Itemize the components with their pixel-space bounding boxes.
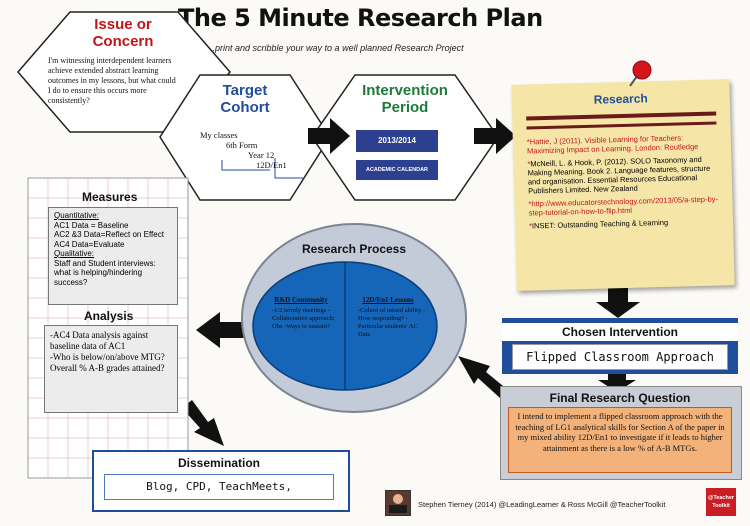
- process-right-text: -Cohort of mixed ability -How responding…: [358, 307, 426, 338]
- academic-calendar: ACADEMIC CALENDAR: [356, 160, 438, 180]
- process-left-text: -1/2 termly meetings -Collaborative appr…: [272, 307, 335, 330]
- measures-qual-text: Staff and Student interviews: what is he…: [54, 258, 156, 287]
- pushpin-icon: [629, 60, 652, 87]
- cohort-title-line2: Cohort: [220, 99, 270, 116]
- process-right-title: 12D/En1 Lessons: [362, 296, 414, 304]
- cohort-bracket-2: [274, 158, 305, 179]
- process-title: Research Process: [301, 242, 407, 256]
- research-ref-3: *http://www.educatorstechnology.com/2013…: [528, 194, 719, 218]
- issue-title-line2: Concern: [92, 33, 154, 50]
- process-left-title: R&D Community: [274, 296, 328, 304]
- arrow-final-to-process: [458, 356, 508, 398]
- research-rule-1: [526, 111, 717, 121]
- final-title: Final Research Question: [549, 391, 691, 405]
- final-text: I intend to implement a flipped classroo…: [508, 407, 732, 473]
- measures-quant-2: AC2 &3 Data=Reflect on Effect: [54, 230, 164, 239]
- teachertoolkit-logo: @Teacher Toolkit: [706, 488, 736, 516]
- measures-quant-label: Quantitative:: [54, 211, 99, 220]
- intervention-title-line2: Period: [381, 99, 429, 116]
- issue-title-line1: Issue or: [94, 16, 152, 33]
- cohort-title: Target Cohort: [200, 82, 290, 116]
- arrow-period-to-research: [474, 118, 516, 154]
- process-right: 12D/En1 Lessons -Cohort of mixed ability…: [350, 296, 426, 339]
- logo-line2: Toolkit: [712, 503, 730, 509]
- page-subtitle: ....print and scribble your way to a wel…: [205, 43, 464, 53]
- dissemination-value: Blog, CPD, TeachMeets,: [104, 474, 334, 500]
- author-avatar: [385, 490, 411, 516]
- measures-box: Quantitative: AC1 Data = Baseline AC2 &3…: [48, 207, 178, 305]
- analysis-text-2: -Who is below/on/above MTG? Overall % A-…: [50, 352, 165, 373]
- measures-title: Measures: [82, 190, 138, 204]
- analysis-box: -AC4 Data analysis against baseline data…: [44, 325, 178, 413]
- cohort-hexagon: [159, 74, 331, 201]
- measures-quant-3: AC4 Data=Evaluate: [54, 239, 125, 249]
- measures-quant-1: AC1 Data = Baseline: [54, 220, 129, 230]
- research-ref-1: *Hattie, J (2011). Visible Learning for …: [526, 133, 699, 156]
- chosen-title: Chosen Intervention: [502, 323, 738, 341]
- cohort-bracket: [221, 160, 270, 171]
- issue-text: I'm witnessing interdependent learners a…: [48, 56, 176, 105]
- cohort-line4: 12D/En1: [256, 160, 287, 170]
- cohort-text: My classes 6th Form Year 12 12D/En1: [200, 130, 310, 170]
- dissemination-panel: [92, 450, 350, 512]
- research-title: Research: [593, 91, 648, 107]
- logo-line1: @Teacher: [707, 495, 735, 501]
- chosen-value: Flipped Classroom Approach: [512, 344, 728, 370]
- cohort-line3: Year 12: [248, 150, 275, 160]
- cohort-line1: My classes: [200, 130, 238, 140]
- dissemination-title: Dissemination: [177, 456, 261, 470]
- arrow-research-to-chosen: [596, 288, 640, 318]
- page-title: The 5 Minute Research Plan: [178, 4, 543, 32]
- issue-title: Issue or Concern: [68, 16, 178, 50]
- measures-qual-label: Qualitative:: [54, 249, 95, 258]
- cohort-line2: 6th Form: [226, 140, 258, 150]
- research-ref-4: *INSET: Outstanding Teaching & Learning: [528, 217, 669, 231]
- research-ref-2: *McNeill, L. & Hook, P. (2012). SOLO Tax…: [527, 154, 711, 196]
- process-left: R&D Community -1/2 termly meetings -Coll…: [262, 296, 340, 331]
- footer-credit: Stephen Tierney (2014) @LeadingLearner &…: [418, 500, 666, 509]
- arrow-analysis-to-dissemination: [182, 400, 224, 446]
- analysis-text-1: -AC4 Data analysis against baseline data…: [50, 330, 149, 351]
- arrow-cohort-to-period: [308, 118, 350, 154]
- arrow-process-to-analysis: [196, 312, 248, 348]
- intervention-year: 2013/2014: [356, 130, 438, 152]
- cohort-title-line1: Target: [222, 82, 268, 99]
- research-rule-2: [526, 121, 717, 130]
- intervention-title-line1: Intervention: [362, 82, 448, 99]
- analysis-title: Analysis: [84, 309, 134, 323]
- intervention-title: Intervention Period: [345, 82, 465, 116]
- arrow-chosen-to-final: [598, 370, 636, 392]
- research-note: Research *Hattie, J (2011). Visible Lear…: [511, 79, 735, 291]
